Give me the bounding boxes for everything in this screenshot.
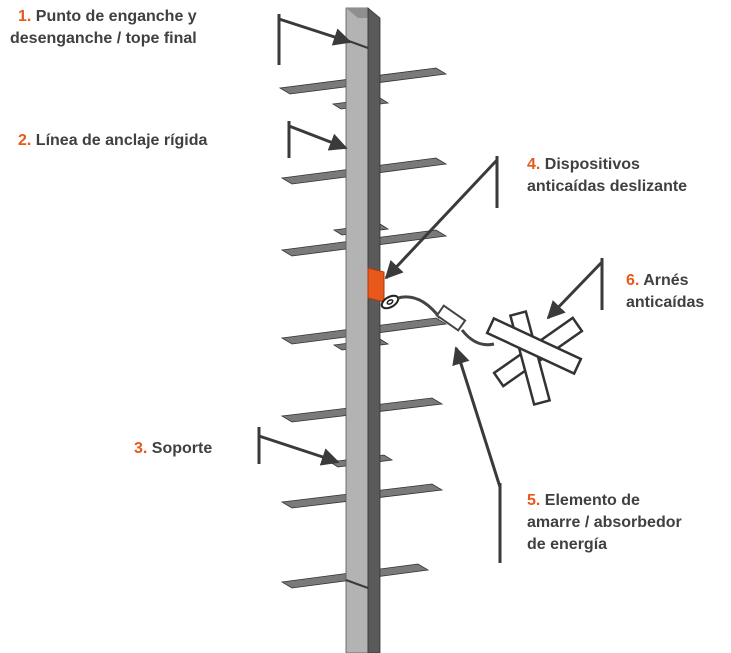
label-lanyard: 5. Elemento de amarre / absorbedor de en… <box>527 490 682 556</box>
label-text: Arnés <box>643 272 689 289</box>
label-text: Punto de enganche y <box>35 8 197 25</box>
pointer-4-arrow <box>384 158 499 280</box>
label-text: desenganche / tope final <box>10 30 197 47</box>
pointer-2-arrow <box>288 124 348 151</box>
label-text: anticaídas <box>626 294 705 311</box>
label-rigid-line: 2. Línea de anclaje rígida <box>18 130 207 152</box>
pointer-6-arrow <box>546 260 604 320</box>
label-text: Dispositivos <box>544 156 640 173</box>
label-number: 2. <box>18 132 32 149</box>
label-number: 4. <box>527 156 541 173</box>
label-number: 3. <box>134 440 148 457</box>
label-text: Elemento de <box>544 492 640 509</box>
rigid-anchor-line <box>345 7 381 653</box>
pointer-lines <box>257 14 604 563</box>
label-sliding-device: 4. Dispositivos anticaídas deslizante <box>527 154 687 198</box>
pointer-3-arrow <box>258 434 340 466</box>
label-text: anticaídas deslizante <box>527 178 688 195</box>
harness-icon <box>485 309 584 407</box>
label-support: 3. Soporte <box>134 438 212 460</box>
label-text: amarre / absorbedor <box>527 514 682 531</box>
label-number: 1. <box>17 8 32 25</box>
label-text: Soporte <box>151 440 213 457</box>
pointer-5-arrow <box>452 346 502 488</box>
pointer-1-arrow <box>278 17 352 46</box>
label-text: Línea de anclaje rígida <box>35 132 208 149</box>
label-number: 5. <box>527 492 541 509</box>
label-harness: 6. Arnés anticaídas <box>626 270 704 314</box>
label-number: 6. <box>626 272 640 289</box>
sliding-device-icon <box>367 267 400 310</box>
label-anchor-point: 1. Punto de enganche y desenganche / top… <box>10 6 197 50</box>
lanyard-icon <box>397 295 495 347</box>
label-text: de energía <box>527 536 608 553</box>
